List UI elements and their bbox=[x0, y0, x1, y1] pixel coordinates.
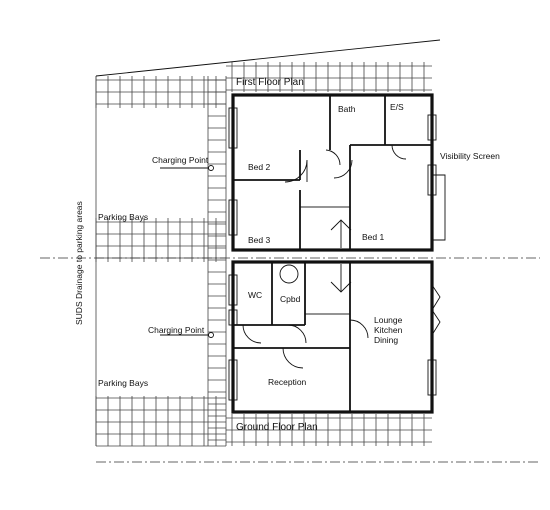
door-swing-ensuite bbox=[391, 144, 407, 160]
charging-point-label-top: Charging Point bbox=[152, 155, 209, 165]
parking-bays-label-bottom: Parking Bays bbox=[98, 378, 148, 388]
visibility-screen-panel bbox=[432, 174, 446, 241]
stair-well-ground bbox=[304, 261, 351, 315]
room-label-reception: Reception bbox=[268, 377, 307, 387]
door-swing-bath bbox=[325, 149, 341, 166]
window-bed3 bbox=[228, 199, 238, 236]
door-swing-bed1 bbox=[333, 159, 353, 179]
room-label-kitchen: Kitchen bbox=[374, 325, 403, 335]
window-bed2 bbox=[228, 107, 238, 149]
stair-up-arrow bbox=[330, 219, 352, 248]
window-wc bbox=[228, 274, 238, 306]
door-swing-wc bbox=[242, 324, 262, 344]
room-label-lounge: Lounge bbox=[374, 315, 403, 325]
room-label-ensuite: E/S bbox=[390, 102, 404, 112]
stair-well-first bbox=[299, 206, 351, 251]
paving-grid bbox=[95, 62, 432, 447]
door-swing-reception bbox=[282, 347, 304, 369]
front-door bbox=[228, 309, 238, 326]
room-label-bath: Bath bbox=[338, 104, 356, 114]
door-swing-lounge bbox=[349, 319, 369, 339]
charging-point-marker-top bbox=[208, 165, 214, 171]
ground-floor-outer-wall bbox=[231, 260, 434, 414]
window-ensuite bbox=[427, 114, 437, 141]
window-lounge bbox=[427, 359, 437, 396]
first-floor-outer-wall bbox=[231, 93, 434, 252]
door-swing-bed2 bbox=[284, 159, 308, 183]
room-label-bed3: Bed 3 bbox=[248, 235, 270, 245]
ground-floor-plan bbox=[228, 260, 441, 414]
ground-floor-title: Ground Floor Plan bbox=[236, 422, 318, 433]
window-bed1 bbox=[427, 164, 437, 196]
window-reception bbox=[228, 359, 238, 401]
charging-point-label-bottom: Charging Point bbox=[148, 325, 205, 335]
suds-drainage-label: SUDS Drainage to parking areas bbox=[74, 201, 84, 325]
parking-bays-label-top: Parking Bays bbox=[98, 212, 148, 222]
first-floor-plan bbox=[228, 93, 446, 252]
charging-point-marker-bottom bbox=[208, 332, 214, 338]
site-boundary-line bbox=[95, 39, 441, 77]
room-label-bed2: Bed 2 bbox=[248, 162, 270, 172]
stair-down-arrow bbox=[330, 264, 352, 293]
bifold-doors bbox=[431, 284, 441, 336]
first-floor-title: First Floor Plan bbox=[236, 77, 304, 88]
room-label-wc: WC bbox=[248, 290, 262, 300]
room-label-cupboard: Cpbd bbox=[280, 294, 301, 304]
door-swing-cupboard bbox=[287, 324, 307, 344]
visibility-screen-label: Visibility Screen bbox=[440, 151, 500, 161]
room-label-dining: Dining bbox=[374, 335, 398, 345]
site-lines bbox=[40, 39, 540, 463]
boiler-symbol bbox=[279, 264, 299, 284]
room-label-bed1: Bed 1 bbox=[362, 232, 384, 242]
